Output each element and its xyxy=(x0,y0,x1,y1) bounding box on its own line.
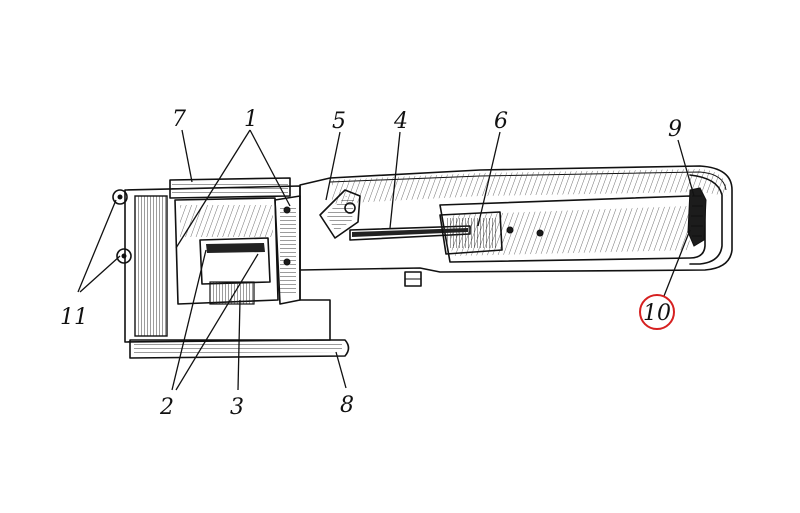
callout-6: 6 xyxy=(494,109,508,134)
mechanism-drawing xyxy=(112,165,733,359)
slide-pin-b xyxy=(536,229,544,237)
receiver-housing xyxy=(299,165,733,273)
leader-5 xyxy=(325,131,341,201)
leader-9 xyxy=(677,139,695,197)
plate-rivet-b xyxy=(283,258,291,266)
top-ledge xyxy=(169,177,291,199)
leader-11-a xyxy=(77,199,117,293)
inner-cavity-shade xyxy=(180,205,273,237)
callout-2: 2 xyxy=(159,395,174,420)
left-post xyxy=(134,195,168,337)
callout-7: 7 xyxy=(172,107,186,132)
inner-cavity xyxy=(174,197,279,305)
plate-rivet-a xyxy=(283,206,291,214)
callout-1: 1 xyxy=(244,107,258,132)
lever-arm xyxy=(319,189,361,239)
guide-rod-fill xyxy=(352,228,468,237)
end-spring xyxy=(687,187,707,247)
lever-pivot xyxy=(344,202,356,214)
leader-4 xyxy=(389,131,401,229)
callout-5: 5 xyxy=(332,109,346,134)
leader-7 xyxy=(181,129,193,183)
lower-rail xyxy=(129,339,350,359)
receiver-top-band xyxy=(332,169,727,204)
right-plate xyxy=(274,195,301,305)
leader-6 xyxy=(477,131,501,227)
callout-9: 9 xyxy=(668,117,682,142)
leader-2-b xyxy=(175,253,259,391)
slide-block-hatch xyxy=(446,218,496,248)
hinge-knob-bottom xyxy=(116,248,132,264)
callout-10: 10 xyxy=(643,301,671,326)
callout-8: 8 xyxy=(340,393,354,418)
hinge-knob-top xyxy=(112,189,128,205)
left-frame xyxy=(124,185,331,343)
right-plate-hatch xyxy=(280,206,296,296)
slide-block xyxy=(439,211,503,255)
leader-11-b xyxy=(79,255,121,293)
leader-2-a xyxy=(171,249,207,391)
callout-11: 11 xyxy=(60,305,88,330)
leader-1-b xyxy=(249,129,291,207)
callout-labels: 7 1 5 4 6 9 11 10 2 3 8 xyxy=(60,107,682,420)
spring-pack-fill xyxy=(206,243,265,253)
hinge-knob-bottom-center xyxy=(121,253,127,259)
callout-10-highlight-ring xyxy=(639,294,675,330)
hinge-knob-top-center xyxy=(117,194,123,200)
inner-channel-fill xyxy=(450,206,690,256)
end-cap xyxy=(689,174,723,265)
leader-lines xyxy=(77,129,695,391)
lower-rail-fill xyxy=(134,344,342,353)
spring-coil xyxy=(209,281,255,305)
leader-10 xyxy=(663,229,691,297)
callout-3: 3 xyxy=(230,395,244,420)
slide-pin-a xyxy=(506,226,514,234)
end-spring-detail xyxy=(691,195,703,237)
top-ledge-hatch xyxy=(172,182,288,194)
leader-8 xyxy=(335,351,347,389)
callout-4: 4 xyxy=(393,109,408,134)
leader-3 xyxy=(237,299,241,391)
leader-1-a xyxy=(175,129,251,249)
